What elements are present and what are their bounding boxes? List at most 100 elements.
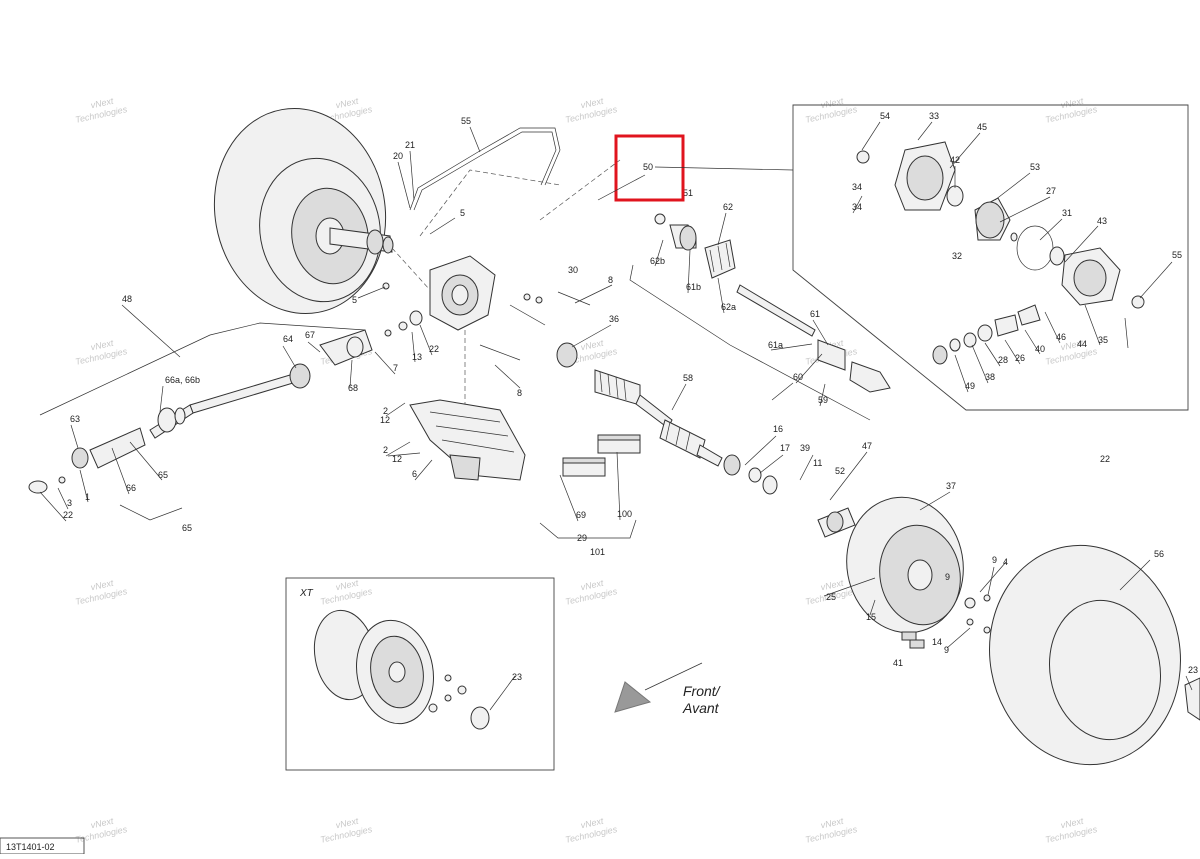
leader-line bbox=[671, 383, 687, 411]
callout-label: 36 bbox=[609, 314, 619, 324]
leader-line bbox=[129, 441, 163, 481]
leader-line bbox=[994, 172, 1031, 201]
callout-label: 43 bbox=[1097, 216, 1107, 226]
callout-label: 34 bbox=[852, 202, 862, 212]
callout-label: 51 bbox=[683, 188, 693, 198]
callout-label: 9 bbox=[944, 645, 949, 655]
group-bracket-66 bbox=[119, 504, 183, 521]
leader-line bbox=[111, 447, 130, 495]
leader-line bbox=[494, 364, 521, 389]
leader-line bbox=[1064, 225, 1099, 263]
callout-label: 17 bbox=[780, 443, 790, 453]
callout-label: 22 bbox=[63, 510, 73, 520]
callout-label: 41 bbox=[893, 658, 903, 668]
front-differential bbox=[429, 255, 496, 331]
group-bracket-102 bbox=[539, 519, 637, 539]
callout-label: 22 bbox=[429, 344, 439, 354]
callout-label: 8 bbox=[608, 275, 613, 285]
leader-line bbox=[349, 359, 353, 388]
rear-differential-detail-frame bbox=[792, 104, 1189, 411]
callout-label: 65 bbox=[158, 470, 168, 480]
callout-label: 58 bbox=[683, 373, 693, 383]
callout-label: 22 bbox=[1100, 454, 1110, 464]
callout-label: 3 bbox=[67, 498, 72, 508]
leader-line bbox=[1039, 218, 1063, 241]
leader-line bbox=[823, 577, 876, 597]
callout-label: 101 bbox=[590, 547, 605, 557]
leader-line bbox=[999, 196, 1051, 223]
joint-components bbox=[654, 213, 891, 393]
leader-line bbox=[121, 304, 181, 358]
callout-label: 20 bbox=[393, 151, 403, 161]
callout-label: 63 bbox=[70, 414, 80, 424]
leader-line bbox=[1124, 317, 1129, 349]
callout-label: 61a bbox=[768, 340, 783, 350]
callout-label: 31 bbox=[1062, 208, 1072, 218]
svg-text:vNext: vNext bbox=[90, 816, 115, 831]
leader-lines bbox=[39, 121, 1193, 711]
propeller-shaft bbox=[28, 329, 373, 494]
svg-text:vNext: vNext bbox=[335, 578, 360, 593]
leader-line bbox=[829, 451, 868, 501]
callout-label: 6 bbox=[412, 469, 417, 479]
leader-line bbox=[1004, 339, 1021, 365]
callout-label: 12 bbox=[380, 415, 390, 425]
leader-line bbox=[946, 627, 971, 649]
svg-text:vNext: vNext bbox=[580, 816, 605, 831]
callout-label: 4 bbox=[1003, 557, 1008, 567]
leader-line bbox=[1044, 311, 1061, 344]
leader-line bbox=[717, 212, 727, 246]
svg-text:vNext: vNext bbox=[1060, 816, 1085, 831]
leader-line bbox=[949, 132, 981, 169]
drawing-id-text: 13T1401-02 bbox=[6, 842, 55, 852]
callout-label: 69 bbox=[576, 510, 586, 520]
callout-label: 62b bbox=[650, 256, 665, 266]
leader-line bbox=[385, 402, 406, 417]
callout-labels: 1223455678899911121213141516172021222222… bbox=[0, 0, 1198, 682]
callout-label: 14 bbox=[932, 637, 942, 647]
callout-label: 48 bbox=[122, 294, 132, 304]
callout-label: 66 bbox=[126, 483, 136, 493]
callout-label: 42 bbox=[950, 155, 960, 165]
callout-label: 28 bbox=[998, 355, 1008, 365]
leader-line bbox=[861, 121, 881, 151]
leader-line bbox=[159, 385, 164, 413]
callout-label: 12 bbox=[392, 454, 402, 464]
callout-label: 59 bbox=[818, 395, 828, 405]
callout-label: 15 bbox=[866, 612, 876, 622]
svg-text:vNext: vNext bbox=[820, 578, 845, 593]
leader-line bbox=[469, 126, 481, 153]
leader-line bbox=[282, 345, 297, 369]
callout-label: 29 bbox=[577, 533, 587, 543]
leader-line bbox=[795, 353, 823, 384]
leader-line bbox=[70, 424, 79, 449]
svg-text:vNext: vNext bbox=[1060, 338, 1085, 353]
callout-label: 34 bbox=[852, 182, 862, 192]
callout-label: 56 bbox=[1154, 549, 1164, 559]
leader-line bbox=[429, 217, 456, 235]
leader-line bbox=[717, 277, 725, 314]
xt-variant-label: XT bbox=[299, 588, 314, 599]
callout-label: 21 bbox=[405, 140, 415, 150]
leader-line bbox=[987, 566, 995, 596]
callout-label: 62 bbox=[723, 202, 733, 212]
leader-line bbox=[1084, 304, 1101, 346]
callout-label: 45 bbox=[977, 122, 987, 132]
rear-differential-parts bbox=[856, 141, 1145, 365]
svg-text:vNext: vNext bbox=[1060, 96, 1085, 111]
group-bracket-49 bbox=[39, 322, 366, 416]
front-direction-arrow-icon bbox=[614, 662, 703, 713]
fasteners bbox=[382, 282, 591, 361]
callout-label: 67 bbox=[305, 330, 315, 340]
svg-text:vNext: vNext bbox=[580, 96, 605, 111]
leader-line bbox=[852, 195, 863, 214]
callout-label: 49 bbox=[965, 381, 975, 391]
leader-line bbox=[979, 561, 1007, 593]
svg-text:vNext: vNext bbox=[90, 578, 115, 593]
